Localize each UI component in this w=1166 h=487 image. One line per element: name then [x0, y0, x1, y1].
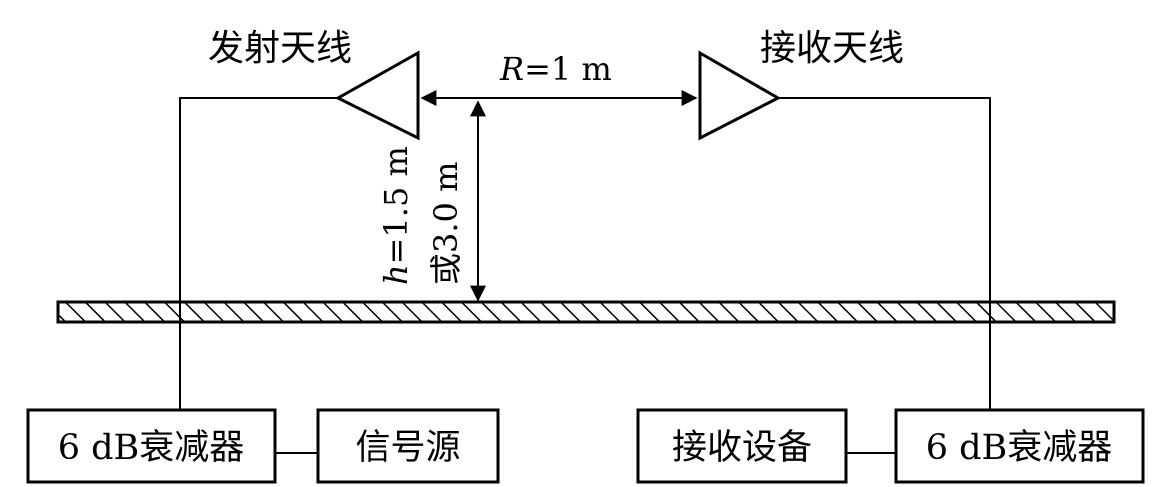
receive-antenna-label: 接收天线 — [760, 28, 904, 69]
ground-plane — [56, 300, 1116, 324]
signal-source-box — [316, 408, 500, 484]
receive-cable — [778, 97, 991, 410]
distance-symbol: R — [499, 50, 524, 88]
receiver-device-label: 接收设备 — [672, 428, 812, 468]
attenuator-right-box — [894, 408, 1145, 484]
transmit-antenna-label: 发射天线 — [208, 28, 352, 69]
attenuator-right-label: 6 dB衰减器 — [926, 428, 1113, 468]
attenuator-left-label: 6 dB衰减器 — [58, 428, 245, 468]
height-symbol: h — [377, 264, 415, 285]
receive-antenna-icon — [698, 50, 782, 141]
height-value: =1.5 m — [377, 146, 415, 264]
height-label: h=1.5 m — [377, 146, 415, 285]
transmit-cable — [179, 97, 338, 410]
height-alt-label: 或3.0 m — [427, 162, 465, 285]
distance-value: =1 m — [524, 50, 612, 88]
transmit-antenna-icon — [334, 50, 420, 141]
receiver-device-box — [636, 408, 848, 484]
distance-label: R=1 m — [499, 50, 612, 88]
signal-source-label: 信号源 — [355, 428, 460, 468]
attenuator-left-box — [26, 408, 277, 484]
